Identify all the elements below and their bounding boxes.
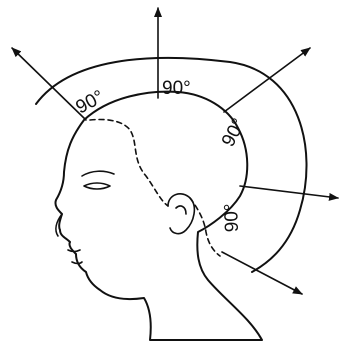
angle-label: 90° xyxy=(221,203,243,232)
arrow-upper-right xyxy=(224,48,310,112)
arrow-right xyxy=(240,186,338,198)
arrow-lower-right xyxy=(222,252,302,294)
arrow-upper-left xyxy=(12,48,86,120)
angle-label: 90° xyxy=(162,78,191,99)
